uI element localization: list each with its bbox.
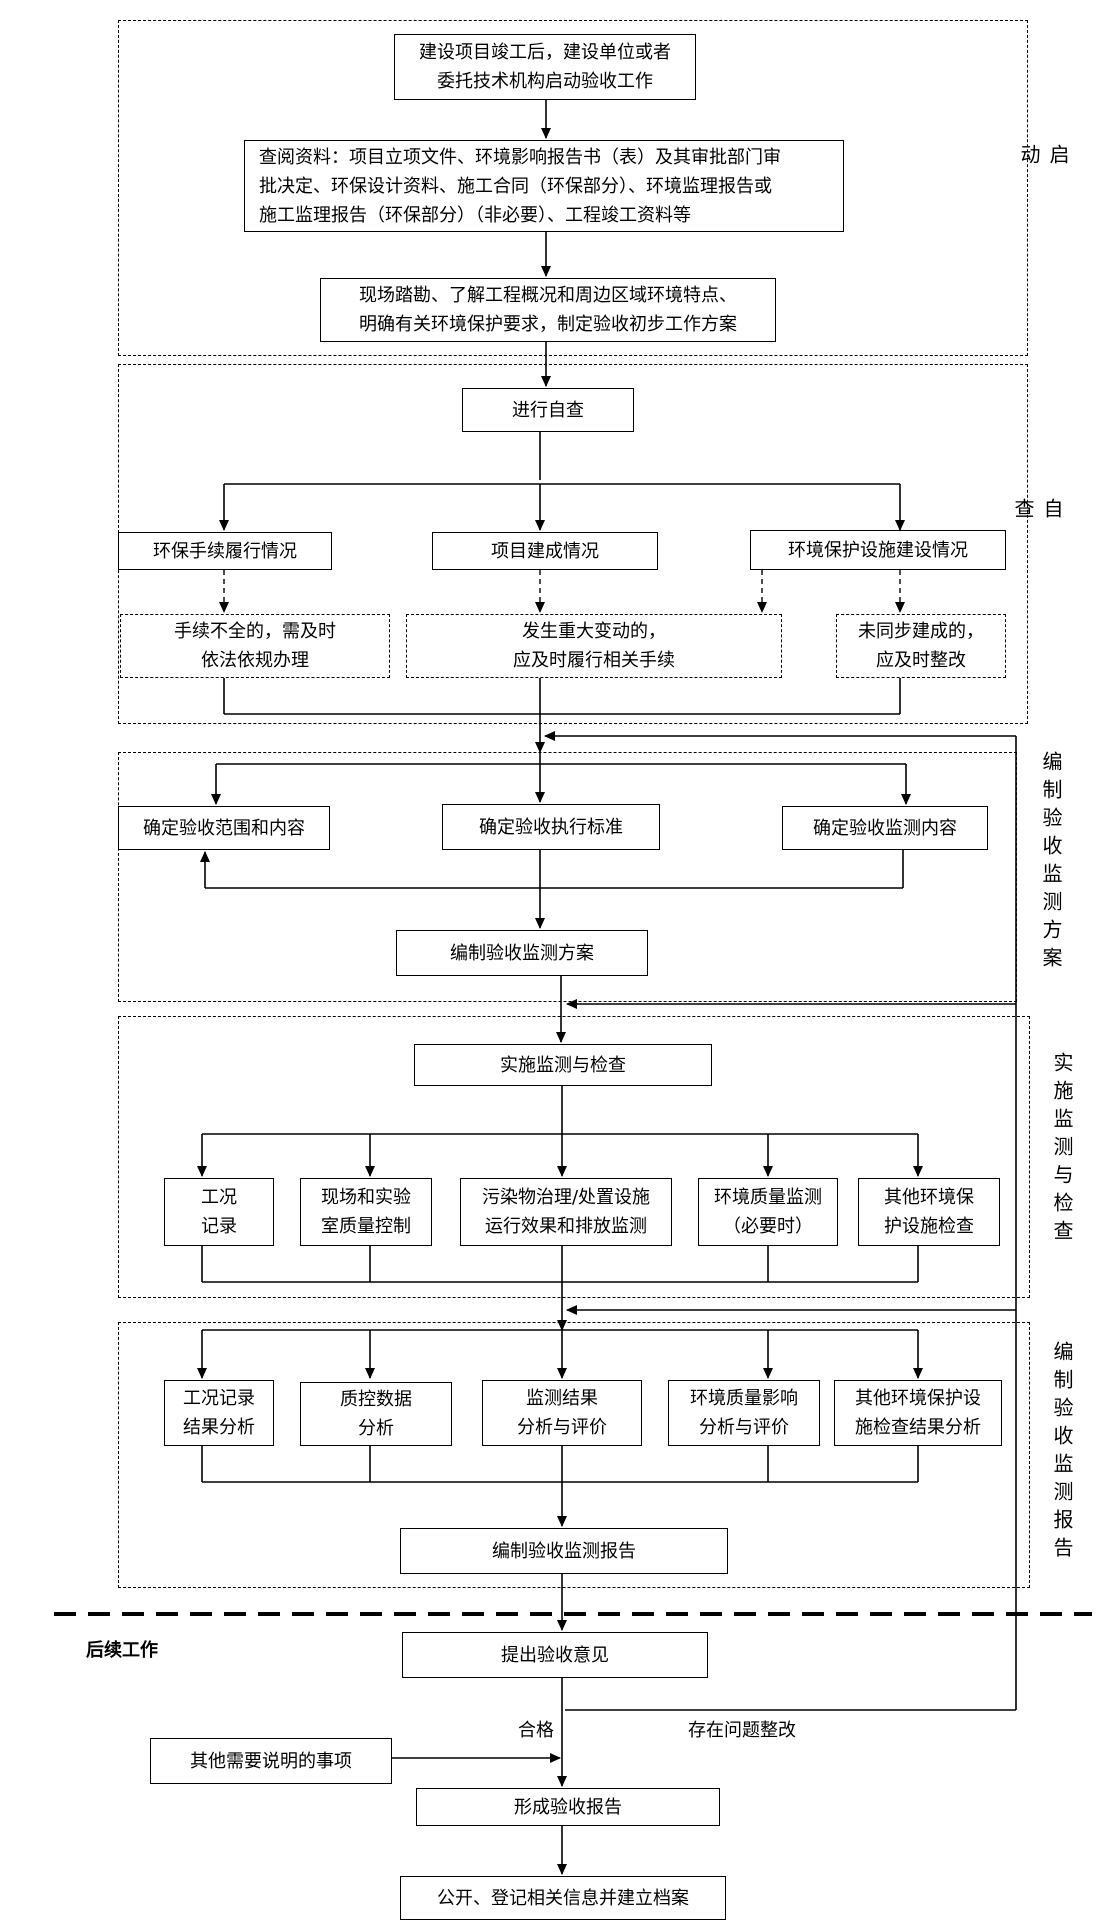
quality-control-box: 现场和实验 室质量控制 [300, 1178, 432, 1246]
major-change-note: 发生重大变动的， 应及时履行相关手续 [406, 614, 782, 678]
other-facility-check-box: 其他环境保 护设施检查 [858, 1178, 1000, 1246]
acceptance-scope-box: 确定验收范围和内容 [118, 806, 330, 850]
env-quality-monitoring-box: 环境质量监测 （必要时） [698, 1178, 838, 1246]
construction-status-box: 项目建成情况 [432, 532, 658, 570]
incomplete-procedures-note: 手续不全的，需及时 依法依规办理 [120, 614, 390, 678]
stage-label-plan: 编制验收监测方案 [1039, 751, 1063, 975]
publish-archive-box: 公开、登记相关信息并建立档案 [400, 1876, 726, 1920]
stage-report-frame [118, 1322, 1030, 1588]
stage-label-self-check: 自查 [1011, 498, 1064, 566]
compile-report-box: 编制验收监测报告 [400, 1528, 728, 1574]
stage-label-implement: 实施监测与检查 [1050, 1052, 1074, 1248]
other-matters-box: 其他需要说明的事项 [150, 1738, 392, 1784]
pollutant-monitoring-box: 污染物治理/处置设施 运行效果和排放监测 [460, 1178, 672, 1246]
edge-label-rectify: 存在问题整改 [688, 1720, 796, 1741]
result-analysis-box: 监测结果 分析与评价 [482, 1380, 642, 1446]
edge-label-qualified: 合格 [518, 1720, 554, 1741]
stage-label-report: 编制验收监测报告 [1050, 1341, 1074, 1565]
site-survey-box: 现场踏勘、了解工程概况和周边区域环境特点、 明确有关环境保护要求，制定验收初步工… [320, 278, 776, 342]
start-work-box: 建设项目竣工后，建设单位或者 委托技术机构启动验收工作 [394, 34, 696, 100]
impact-analysis-box: 环境质量影响 分析与评价 [668, 1380, 820, 1446]
acceptance-opinion-box: 提出验收意见 [402, 1632, 708, 1678]
acceptance-report-box: 形成验收报告 [416, 1788, 720, 1826]
work-record-analysis-box: 工况记录 结果分析 [164, 1380, 274, 1446]
stage-implement-frame [118, 1016, 1030, 1298]
other-check-analysis-box: 其他环境保护设 施检查结果分析 [834, 1380, 1002, 1446]
execution-standards-box: 确定验收执行标准 [442, 804, 660, 850]
self-check-box: 进行自查 [462, 388, 634, 432]
stage-label-start: 启动 [1017, 144, 1070, 212]
work-record-box: 工况 记录 [164, 1178, 274, 1246]
stage-plan-frame [118, 752, 1017, 1002]
env-procedures-box: 环保手续履行情况 [118, 532, 332, 570]
compile-plan-box: 编制验收监测方案 [396, 930, 648, 976]
monitoring-content-box: 确定验收监测内容 [782, 806, 988, 850]
facility-status-box: 环境保护设施建设情况 [750, 530, 1006, 570]
stage-label-follow-up: 后续工作 [86, 1640, 158, 1661]
review-documents-box: 查阅资料：项目立项文件、环境影响报告书（表）及其审批部门审 批决定、环保设计资料… [244, 140, 844, 232]
not-built-note: 未同步建成的， 应及时整改 [836, 614, 1006, 678]
stage-start-frame [118, 20, 1028, 356]
implement-check-box: 实施监测与检查 [414, 1044, 712, 1086]
qc-data-analysis-box: 质控数据 分析 [300, 1382, 452, 1446]
